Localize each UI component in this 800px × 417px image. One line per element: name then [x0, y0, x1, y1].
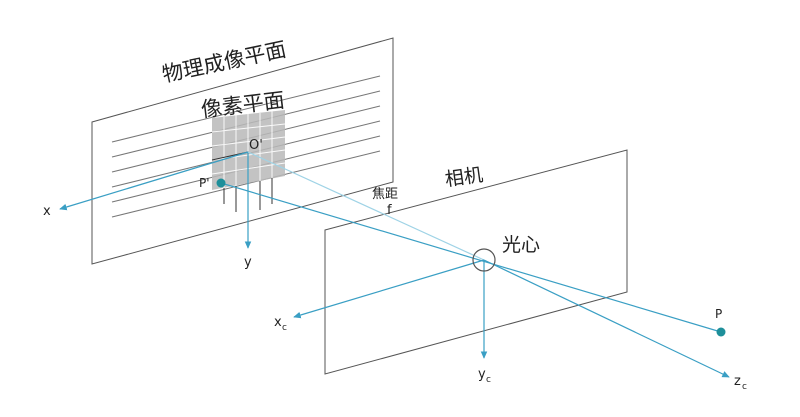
camera-zc-axis: [483, 259, 730, 378]
camera-title: 相机: [444, 164, 485, 191]
world-point-label: P: [715, 307, 722, 321]
optical-center-circle: [472, 248, 496, 272]
image-y-axis-label: y: [244, 255, 252, 270]
svg-text:y: y: [478, 367, 486, 382]
svg-text:x: x: [274, 315, 282, 330]
image-x-axis-label: x: [43, 204, 51, 219]
image-point-label: P': [199, 176, 210, 190]
world-point-dot: [716, 327, 726, 337]
camera-xc-axis: [293, 259, 485, 319]
zc-axis-label: z c: [734, 374, 747, 392]
svg-text:c: c: [282, 323, 287, 333]
rays-and-axes: [59, 151, 730, 378]
focal-length-label: 焦距: [372, 187, 398, 202]
yc-axis-label: y c: [478, 367, 491, 385]
projection-ray: [220, 182, 722, 333]
svg-text:c: c: [742, 382, 747, 392]
xc-axis-label: x c: [274, 315, 287, 333]
svg-text:c: c: [486, 375, 491, 385]
image-point-dot: [216, 178, 226, 188]
svg-text:z: z: [734, 374, 741, 389]
image-x-axis: [59, 151, 249, 211]
origin-label: O': [249, 138, 263, 153]
principal-ray: [247, 151, 485, 261]
focal-symbol-label: f: [387, 203, 392, 218]
optical-center-label: 光心: [502, 234, 540, 256]
